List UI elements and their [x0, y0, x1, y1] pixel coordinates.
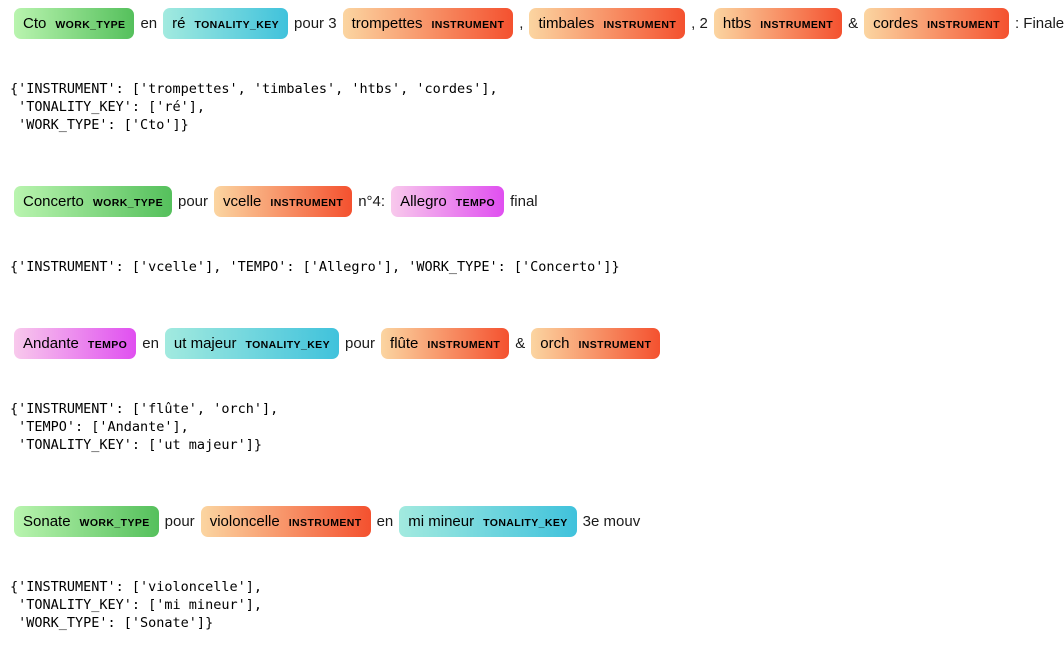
entity-chip: Allegro TEMPO — [391, 185, 505, 217]
plain-text: pour 3 — [294, 14, 337, 32]
entity-text: htbs — [722, 14, 752, 32]
entity-chip: timbales INSTRUMENT — [529, 7, 686, 39]
entity-chip: Sonate WORK_TYPE — [14, 505, 159, 537]
plain-text: , 2 — [691, 14, 708, 32]
plain-text: & — [515, 334, 526, 352]
entity-text: vcelle — [223, 192, 262, 210]
entity-text: Sonate — [23, 512, 71, 530]
plain-text: pour — [345, 334, 376, 352]
entity-label: INSTRUMENT — [427, 338, 501, 351]
entity-text: Allegro — [400, 192, 447, 210]
entity-label: TEMPO — [455, 196, 496, 209]
entity-label: TEMPO — [87, 338, 128, 351]
entity-chip: trompettes INSTRUMENT — [342, 7, 514, 39]
entity-text: trompettes — [351, 14, 423, 32]
entity-chip: Concerto WORK_TYPE — [14, 185, 172, 217]
plain-text: n°4: — [358, 192, 386, 210]
plain-text: en — [140, 14, 158, 32]
entity-label: WORK_TYPE — [55, 18, 126, 31]
entity-line: Sonate WORK_TYPE pour violoncelle INSTRUMENT… — [10, 504, 1064, 538]
entity-text: mi mineur — [408, 512, 475, 530]
entity-label: TONALITY_KEY — [194, 18, 280, 31]
dict-output: {'INSTRUMENT': ['violoncelle'], 'TONALIT… — [10, 579, 262, 631]
entity-chip: htbs INSTRUMENT — [713, 7, 843, 39]
entity-chip: Andante TEMPO — [14, 327, 137, 359]
entity-label: TONALITY_KEY — [483, 516, 568, 529]
entity-chip: ut majeur TONALITY_KEY — [164, 327, 339, 359]
entity-label: INSTRUMENT — [603, 18, 677, 31]
plain-text: 3e mouv — [582, 512, 641, 530]
entity-chip: mi mineur TONALITY_KEY — [399, 505, 577, 537]
entity-chip: ré TONALITY_KEY — [163, 7, 289, 39]
dict-output: {'INSTRUMENT': ['vcelle'], 'TEMPO': ['Al… — [10, 259, 620, 275]
entity-label: WORK_TYPE — [79, 516, 150, 529]
dict-output: {'INSTRUMENT': ['trompettes', 'timbales'… — [10, 81, 498, 133]
entity-chip: flûte INSTRUMENT — [381, 327, 510, 359]
entity-text: Cto — [23, 14, 47, 32]
plain-text: en — [142, 334, 159, 352]
entity-line: Concerto WORK_TYPE pour vcelle INSTRUMENT n°4… — [10, 184, 1064, 218]
entity-text: violoncelle — [209, 512, 280, 530]
entity-label: INSTRUMENT — [431, 18, 505, 31]
entity-label: WORK_TYPE — [92, 196, 163, 209]
entity-label: INSTRUMENT — [270, 196, 344, 209]
plain-text: pour — [177, 192, 209, 210]
entity-label: INSTRUMENT — [578, 338, 652, 351]
entity-text: ut majeur — [173, 334, 237, 352]
entity-label: INSTRUMENT — [927, 18, 1000, 31]
entity-text: flûte — [390, 334, 419, 352]
entity-chip: violoncelle INSTRUMENT — [200, 505, 371, 537]
plain-text: en — [376, 512, 394, 530]
plain-text: , — [519, 14, 524, 32]
entity-label: INSTRUMENT — [288, 516, 362, 529]
entity-chip: cordes INSTRUMENT — [864, 7, 1009, 39]
plain-text: & — [848, 14, 859, 32]
entity-label: TONALITY_KEY — [245, 338, 330, 351]
plain-text: : Finale — [1014, 14, 1064, 32]
entity-text: timbales — [538, 14, 595, 32]
entity-text: ré — [172, 14, 186, 32]
entity-text: orch — [540, 334, 570, 352]
entity-chip: orch INSTRUMENT — [531, 327, 661, 359]
entity-text: Concerto — [23, 192, 84, 210]
entity-text: cordes — [873, 14, 919, 32]
entity-chip: Cto WORK_TYPE — [14, 7, 135, 39]
plain-text: pour — [164, 512, 195, 530]
plain-text: final — [510, 192, 538, 210]
dict-output: {'INSTRUMENT': ['flûte', 'orch'], 'TEMPO… — [10, 401, 279, 453]
entity-chip: vcelle INSTRUMENT — [214, 185, 353, 217]
entity-text: Andante — [23, 334, 79, 352]
entity-label: INSTRUMENT — [760, 18, 834, 31]
